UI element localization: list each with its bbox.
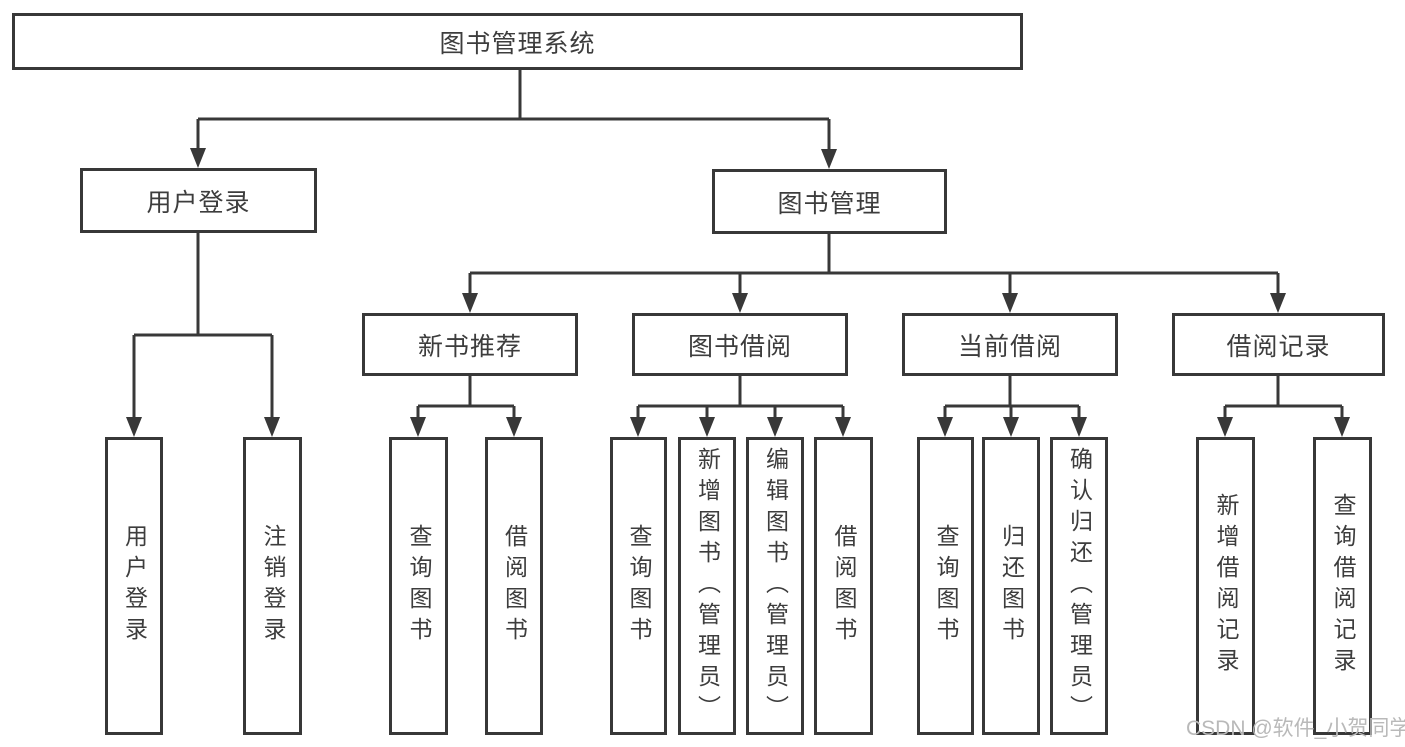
watermark: CSDN @软件_小贺同学 [1186,717,1405,740]
node-borrow-record: 借阅记录 [1172,313,1385,376]
node-root-label: 图书管理系统 [439,29,596,58]
node-borrow-record-label: 借阅记录 [1226,332,1331,361]
leaf-logout-label: 注销登录 [260,524,286,648]
leaf-add-book-admin: 新增图书（管理员） [678,437,736,735]
leaf-user-login-label: 用户登录 [121,524,148,648]
leaf-confirm-return-admin-label: 确认归还（管理员） [1066,446,1093,726]
leaf-borrow-book-label: 借阅图书 [831,524,857,648]
leaf-borrow-book: 借阅图书 [814,437,873,735]
leaf-user-login: 用户登录 [105,437,163,735]
leaf-edit-book-admin-label: 编辑图书（管理员） [762,446,789,726]
node-user-login: 用户登录 [80,168,317,233]
leaf-current-query-book: 查询图书 [917,437,974,735]
leaf-logout: 注销登录 [243,437,302,735]
node-user-login-label: 用户登录 [146,188,251,217]
leaf-edit-book-admin: 编辑图书（管理员） [746,437,804,735]
leaf-query-borrow-record-label: 查询借阅记录 [1330,493,1356,679]
node-book-management: 图书管理 [712,169,947,234]
leaf-current-query-book-label: 查询图书 [933,524,959,648]
leaf-query-borrow-record: 查询借阅记录 [1313,437,1372,735]
leaf-return-book-label: 归还图书 [998,524,1025,648]
leaf-confirm-return-admin: 确认归还（管理员） [1050,437,1108,735]
node-book-management-label: 图书管理 [777,189,882,218]
node-book-borrow-label: 图书借阅 [687,332,792,361]
leaf-return-book: 归还图书 [982,437,1040,735]
leaf-recommend-borrow-book: 借阅图书 [485,437,543,735]
node-root: 图书管理系统 [12,13,1023,70]
node-new-book-recommend: 新书推荐 [362,313,578,376]
leaf-add-borrow-record: 新增借阅记录 [1196,437,1255,735]
leaf-borrow-query-book-label: 查询图书 [626,524,652,648]
leaf-recommend-borrow-book-label: 借阅图书 [501,524,528,648]
leaf-add-book-admin-label: 新增图书（管理员） [694,446,721,726]
node-new-book-recommend-label: 新书推荐 [417,332,522,361]
leaf-recommend-query-book: 查询图书 [389,437,448,735]
leaf-recommend-query-book-label: 查询图书 [406,524,432,648]
leaf-borrow-query-book: 查询图书 [610,437,667,735]
node-current-borrow: 当前借阅 [902,313,1118,376]
node-current-borrow-label: 当前借阅 [957,332,1062,361]
leaf-add-borrow-record-label: 新增借阅记录 [1213,493,1239,679]
node-book-borrow: 图书借阅 [632,313,848,376]
